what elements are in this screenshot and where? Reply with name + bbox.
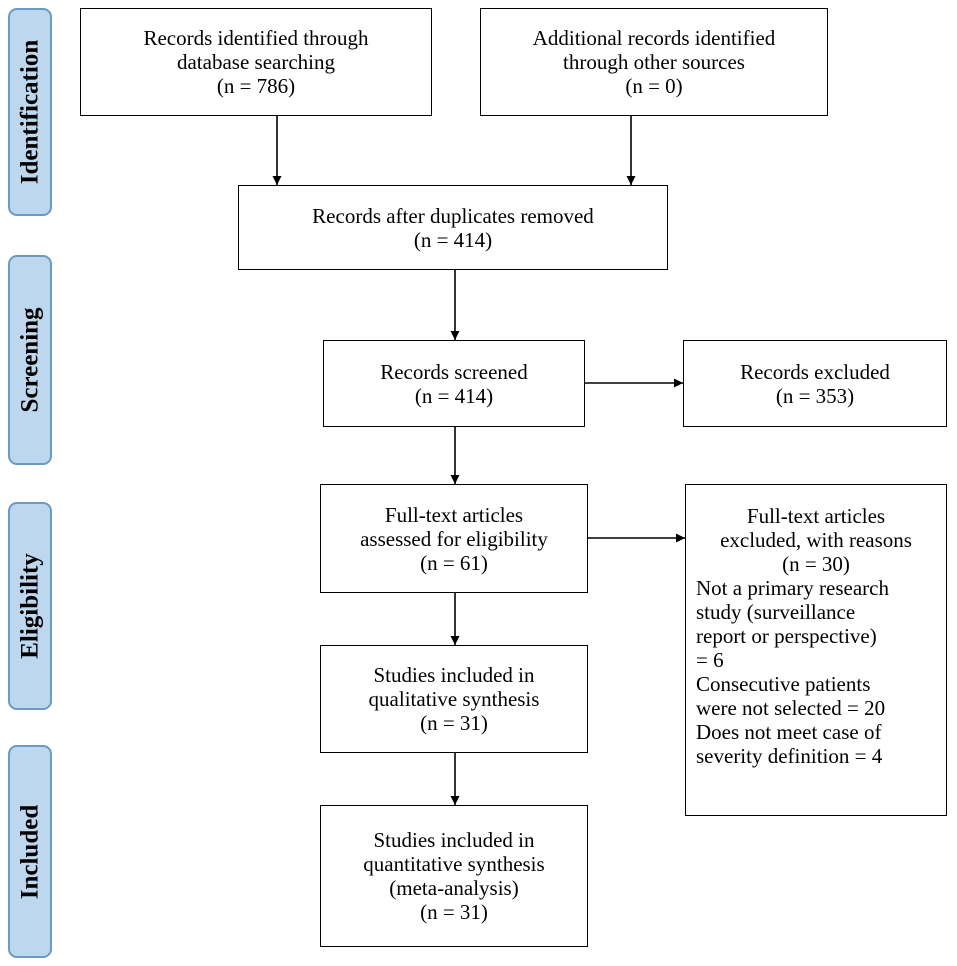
box-other-sources-line: Additional records identified bbox=[532, 26, 776, 50]
exclusion-reason-line: Does not meet case of bbox=[696, 720, 882, 744]
box-full-text-assessed-count: (n = 61) bbox=[420, 550, 488, 575]
box-full-text-excluded-line: excluded, with reasons bbox=[720, 528, 912, 552]
box-records-screened-count: (n = 414) bbox=[414, 383, 494, 408]
box-full-text-assessed-line: Full-text articles bbox=[384, 502, 524, 527]
box-records-excluded-line: Records excluded bbox=[740, 359, 890, 384]
exclusion-reason-line: report or perspective) bbox=[696, 624, 877, 648]
exclusion-reason-line: Not a primary research bbox=[696, 576, 889, 600]
exclusion-reason-line: severity definition = 4 bbox=[696, 744, 883, 768]
stage-identification: Identification bbox=[8, 8, 52, 216]
box-qualitative-synthesis-line: Studies included in bbox=[373, 663, 535, 687]
stage-included: Included bbox=[8, 745, 52, 958]
exclusion-reason-count: = 6 bbox=[696, 648, 724, 672]
box-duplicates-removed-line: Records after duplicates removed bbox=[312, 203, 594, 228]
box-quantitative-synthesis-line: Studies included in bbox=[373, 828, 535, 852]
box-full-text-excluded: Full-text articles excluded, with reason… bbox=[685, 484, 947, 816]
box-database-search: Records identified through database sear… bbox=[80, 8, 432, 116]
box-full-text-assessed: Full-text articles assessed for eligibil… bbox=[320, 484, 588, 593]
box-full-text-excluded-count: (n = 30) bbox=[782, 552, 850, 576]
box-duplicates-removed-count: (n = 414) bbox=[413, 227, 493, 252]
box-records-excluded: Records excluded (n = 353) bbox=[683, 340, 947, 427]
box-quantitative-synthesis-line: (meta-analysis) bbox=[389, 876, 519, 900]
box-quantitative-synthesis: Studies included in quantitative synthes… bbox=[320, 805, 588, 947]
box-full-text-excluded-line: Full-text articles bbox=[746, 504, 886, 528]
box-quantitative-synthesis-line: quantitative synthesis bbox=[363, 852, 545, 876]
exclusion-reason-line: Consecutive patients bbox=[696, 672, 871, 696]
box-qualitative-synthesis-count: (n = 31) bbox=[420, 711, 488, 735]
exclusion-reason-line: were not selected = 20 bbox=[696, 696, 886, 720]
box-database-search-line: database searching bbox=[176, 50, 335, 74]
box-quantitative-synthesis-count: (n = 31) bbox=[420, 900, 488, 924]
box-other-sources-line: through other sources bbox=[563, 50, 745, 74]
box-database-search-line: Records identified through bbox=[143, 26, 369, 50]
box-other-sources-count: (n = 0) bbox=[625, 74, 683, 98]
stage-eligibility: Eligibility bbox=[8, 502, 52, 710]
box-records-screened-line: Records screened bbox=[380, 359, 528, 384]
box-records-screened: Records screened (n = 414) bbox=[323, 340, 585, 427]
box-qualitative-synthesis-line: qualitative synthesis bbox=[368, 687, 540, 711]
box-records-excluded-count: (n = 353) bbox=[775, 383, 855, 408]
box-full-text-assessed-line: assessed for eligibility bbox=[360, 526, 548, 551]
stage-screening: Screening bbox=[8, 255, 52, 465]
box-other-sources: Additional records identified through ot… bbox=[480, 8, 828, 116]
exclusion-reason-line: study (surveillance bbox=[696, 600, 856, 624]
box-qualitative-synthesis: Studies included in qualitative synthesi… bbox=[320, 645, 588, 753]
box-database-search-count: (n = 786) bbox=[216, 74, 296, 98]
box-duplicates-removed: Records after duplicates removed (n = 41… bbox=[238, 185, 668, 270]
